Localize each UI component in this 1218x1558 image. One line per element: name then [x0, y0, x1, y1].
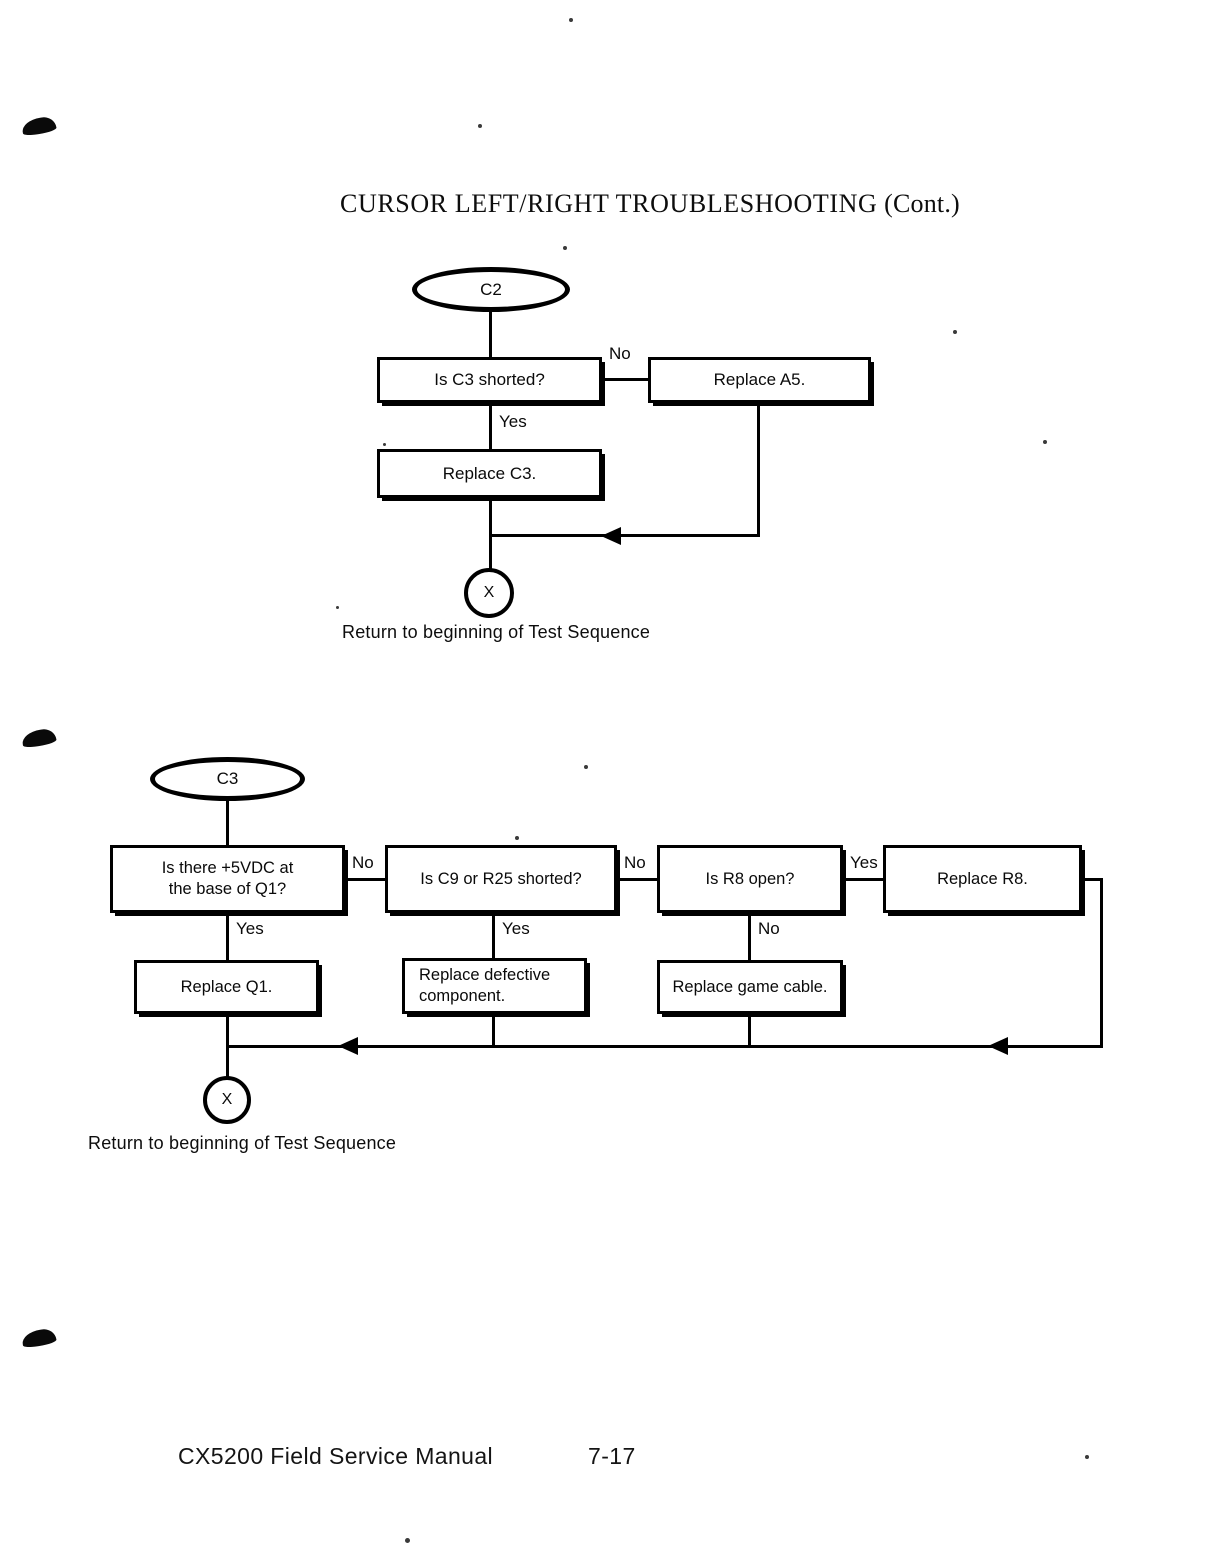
flow2-edge-bus-to-end	[226, 1045, 229, 1081]
flow1-action-replace-c3: Replace C3.	[377, 449, 602, 498]
scan-speck	[405, 1538, 410, 1543]
flow2-edge-label-no-3: No	[758, 919, 780, 938]
page-title-cont: (Cont.)	[877, 189, 960, 218]
footer-page-number: 7-17	[588, 1443, 636, 1469]
flow2-return-r8-top	[1080, 878, 1103, 881]
flow1-edge-label-yes: Yes	[499, 412, 527, 431]
flow2-edge-yes-r8	[841, 878, 885, 881]
scan-speck	[336, 606, 339, 609]
flow2-edge-no-3	[748, 912, 751, 962]
flow2-drop-q1	[226, 1013, 229, 1047]
flow2-question-c9-r25: Is C9 or R25 shorted?	[385, 845, 617, 913]
scan-speck	[563, 246, 567, 250]
flow1-action-replace-c3-label: Replace C3.	[442, 463, 537, 483]
flow1-edge-yes	[489, 402, 492, 450]
flow1-question-c3-shorted: Is C3 shorted?	[377, 357, 602, 403]
margin-mark-middle	[20, 727, 58, 749]
page-title: CURSOR LEFT/RIGHT TROUBLESHOOTING (Cont.…	[340, 189, 960, 219]
flow2-question-5vdc-line2: the base of Q1?	[168, 880, 287, 898]
flow2-action-replace-game-cable-label: Replace game cable.	[672, 977, 828, 996]
flow2-edge-yes-2	[492, 912, 495, 962]
flow1-start-label: C2	[480, 279, 502, 299]
flow2-return-arrowhead-left	[338, 1037, 358, 1055]
scan-speck	[569, 18, 573, 22]
flow1-edge-no	[600, 378, 650, 381]
flow2-edge-yes-1	[226, 912, 229, 962]
flow1-end-connector-x: X	[464, 568, 514, 618]
scan-speck	[383, 443, 386, 446]
flow1-action-replace-a5: Replace A5.	[648, 357, 871, 403]
flow2-action-replace-defective-line2: component.	[419, 987, 506, 1005]
flow1-edge-join-to-end	[489, 534, 492, 570]
flow2-edge-start-to-q1	[226, 800, 229, 846]
scan-speck	[515, 836, 519, 840]
flow1-return-arrowhead	[601, 527, 621, 545]
flow2-question-c9-r25-label: Is C9 or R25 shorted?	[420, 869, 582, 888]
flow2-start-label: C3	[216, 769, 239, 788]
scan-speck	[1085, 1455, 1089, 1459]
flow1-return-vertical	[757, 402, 760, 536]
flow1-start-terminal: C2	[412, 267, 570, 312]
flow2-question-r8-open: Is R8 open?	[657, 845, 843, 913]
margin-mark-top	[20, 115, 58, 137]
flow1-edge-start-to-q	[489, 311, 492, 359]
page-title-main: CURSOR LEFT/RIGHT TROUBLESHOOTING	[340, 189, 878, 218]
flow2-drop-game-cable	[748, 1013, 751, 1047]
flow2-action-replace-defective: Replace defective component.	[402, 958, 587, 1014]
scan-speck	[478, 124, 482, 128]
scan-speck	[953, 330, 957, 334]
flow2-end-connector-x: X	[203, 1076, 251, 1124]
flow1-return-horizontal	[489, 534, 760, 537]
flow2-return-bus	[226, 1045, 1103, 1048]
flow1-caption: Return to beginning of Test Sequence	[342, 622, 651, 642]
flow2-drop-defective	[492, 1013, 495, 1047]
flow2-return-arrowhead-right	[988, 1037, 1008, 1055]
flow2-action-replace-defective-line1: Replace defective	[419, 966, 551, 985]
scan-speck	[1043, 440, 1047, 444]
flow2-edge-label-yes-r8: Yes	[850, 853, 878, 872]
flow2-caption: Return to beginning of Test Sequence	[88, 1133, 397, 1153]
flow2-question-5vdc-line1: Is there +5VDC at	[161, 859, 294, 878]
flow2-question-5vdc: Is there +5VDC at the base of Q1?	[110, 845, 345, 913]
margin-mark-bottom	[20, 1327, 58, 1349]
flow2-action-replace-r8-label: Replace R8.	[937, 869, 1028, 888]
flow2-edge-label-no-1: No	[352, 853, 374, 872]
flow2-start-terminal: C3	[150, 757, 305, 801]
flow2-edge-label-no-2: No	[624, 853, 646, 872]
flow2-action-replace-game-cable: Replace game cable.	[657, 960, 843, 1014]
flow2-question-r8-open-label: Is R8 open?	[705, 869, 795, 888]
scan-speck	[584, 765, 588, 769]
flow2-edge-no-2	[615, 878, 659, 881]
flow1-edge-label-no: No	[609, 344, 631, 363]
flow1-action-replace-a5-label: Replace A5.	[713, 370, 806, 390]
flow2-action-replace-q1-label: Replace Q1.	[180, 977, 273, 996]
flow2-edge-label-yes-1: Yes	[236, 919, 264, 938]
flow1-end-connector-label: X	[483, 584, 495, 601]
flow2-edge-label-yes-2: Yes	[502, 919, 530, 938]
flow1-edge-c3-to-join	[489, 497, 492, 537]
flow1-question-c3-shorted-label: Is C3 shorted?	[434, 370, 545, 390]
flow2-return-r8-vertical	[1100, 878, 1103, 1048]
flow2-action-replace-q1: Replace Q1.	[134, 960, 319, 1014]
footer-manual-title: CX5200 Field Service Manual	[178, 1443, 494, 1469]
flow2-end-connector-label: X	[221, 1091, 233, 1108]
flow2-action-replace-r8: Replace R8.	[883, 845, 1082, 913]
flow2-edge-no-1	[343, 878, 387, 881]
